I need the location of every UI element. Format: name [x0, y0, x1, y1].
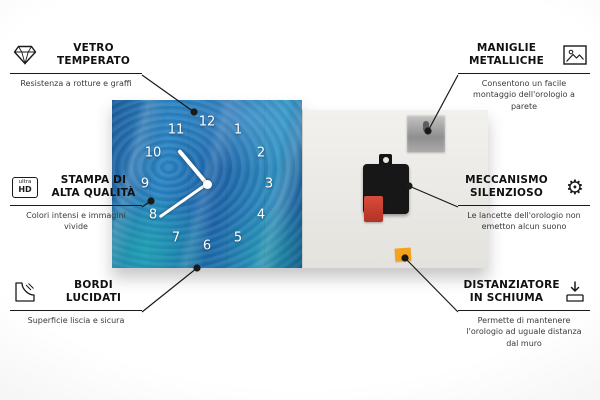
callout-subtitle: Colori intensi e immagini vivide — [26, 211, 126, 232]
foam-spacer — [394, 247, 412, 262]
diamond-icon — [10, 45, 40, 66]
callout-title: DISTANZIATORE IN SCHIUMA — [463, 279, 560, 305]
ultra-hd-icon-top: ultra — [18, 179, 32, 186]
callout-header: MECCANISMO SILENZIOSO ⚙ — [458, 174, 590, 207]
clock-number-12: 12 — [198, 114, 216, 130]
battery — [364, 196, 383, 222]
clock-number-3: 3 — [264, 176, 274, 192]
callout-header: DISTANZIATORE IN SCHIUMA — [458, 279, 590, 312]
callout-header: MANIGLIE METALLICHE — [458, 42, 590, 75]
callout-title: MANIGLIE METALLICHE — [468, 42, 545, 68]
gear-glyph: ⚙ — [566, 175, 584, 200]
ultra-hd-icon: ultra HD — [10, 176, 40, 198]
connector-polished-edges — [141, 267, 198, 313]
clock-number-8: 8 — [148, 207, 158, 223]
callout-silent-mechanism: MECCANISMO SILENZIOSO ⚙ Le lancette dell… — [458, 174, 590, 233]
callout-foam-spacer: DISTANZIATORE IN SCHIUMA Permette di man… — [458, 279, 590, 349]
product-image: 12 1 2 3 4 5 6 7 8 9 10 11 — [112, 100, 488, 268]
spacer-icon — [560, 281, 590, 303]
clock-center-cap — [202, 179, 212, 189]
callout-subtitle: Resistenza a rotture e graffi — [20, 79, 132, 89]
ultra-hd-icon-bottom: HD — [18, 184, 32, 194]
clock-number-1: 1 — [233, 122, 243, 138]
clock-number-2: 2 — [256, 145, 266, 161]
callout-print-quality: ultra HD STAMPA DI ALTA QUALITÀ Colori i… — [10, 174, 142, 233]
callout-metal-handles: MANIGLIE METALLICHE Consentono un facile… — [458, 42, 590, 112]
minute-hand — [158, 182, 208, 219]
clock-number-9: 9 — [140, 176, 150, 192]
callout-subtitle: Le lancette dell'orologio non emetton al… — [467, 211, 581, 232]
callout-header: BORDI LUCIDATI — [10, 279, 142, 312]
callout-title: BORDI LUCIDATI — [65, 279, 122, 305]
callout-subtitle: Permette di mantenere l'orologio ad ugua… — [466, 316, 582, 348]
clock-number-6: 6 — [202, 238, 212, 254]
callout-tempered-glass: VETRO TEMPERATO Resistenza a rotture e g… — [10, 42, 142, 89]
clock-number-11: 11 — [167, 122, 185, 138]
clock-face: 12 1 2 3 4 5 6 7 8 9 10 11 — [112, 100, 302, 268]
callout-header: ultra HD STAMPA DI ALTA QUALITÀ — [10, 174, 142, 207]
callout-title: STAMPA DI ALTA QUALITÀ — [51, 174, 136, 200]
clock-number-10: 10 — [144, 145, 162, 161]
picture-frame-icon — [560, 45, 590, 65]
callout-subtitle: Consentono un facile montaggio dell'orol… — [473, 79, 575, 111]
hour-hand — [177, 149, 209, 186]
polished-edge-icon — [10, 281, 40, 303]
callout-polished-edges: BORDI LUCIDATI Superficie liscia e sicur… — [10, 279, 142, 326]
clock-number-5: 5 — [233, 230, 243, 246]
metal-hanging-bracket — [407, 115, 445, 152]
callout-title: VETRO TEMPERATO — [57, 42, 130, 68]
mechanism-hanger — [379, 154, 392, 166]
gear-icon: ⚙ — [560, 177, 590, 197]
clock-number-7: 7 — [171, 230, 181, 246]
callout-title: MECCANISMO SILENZIOSO — [465, 174, 548, 200]
callout-header: VETRO TEMPERATO — [10, 42, 142, 75]
callout-subtitle: Superficie liscia e sicura — [27, 316, 125, 326]
clock-number-4: 4 — [256, 207, 266, 223]
